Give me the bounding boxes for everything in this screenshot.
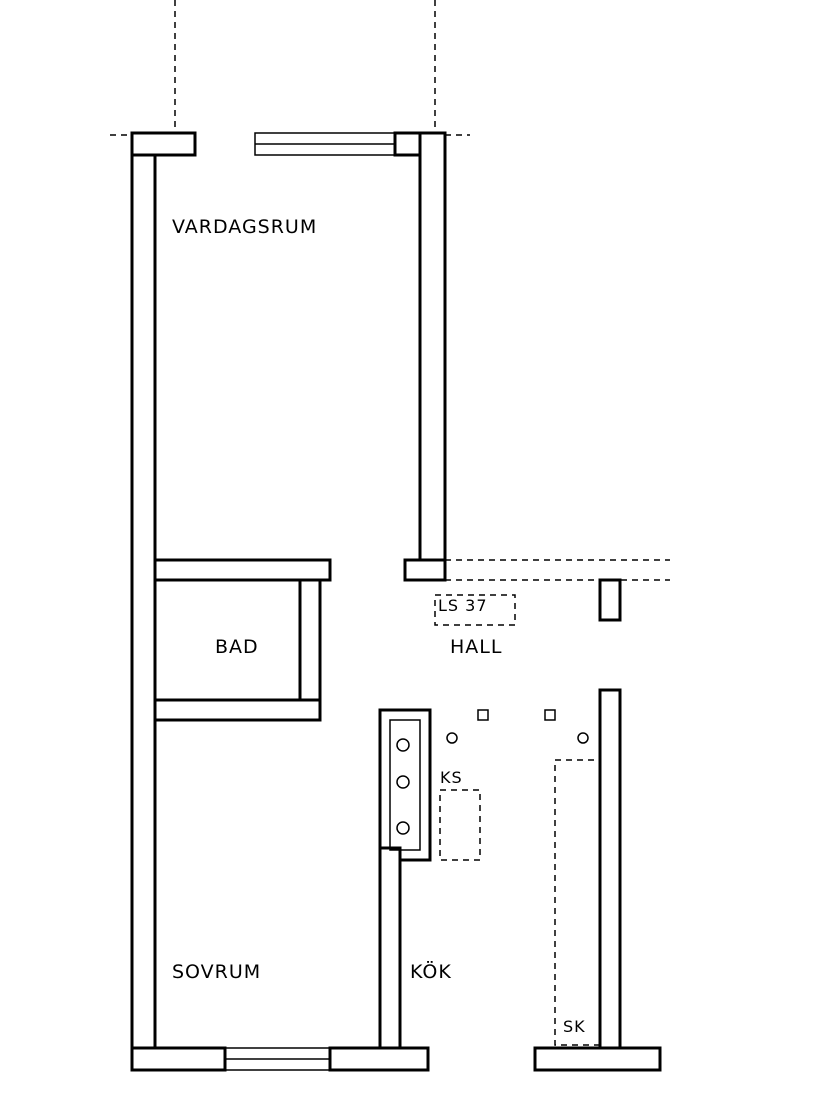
label-hall: HALL (450, 636, 502, 658)
label-cabinet: SK (563, 1017, 586, 1036)
walls (130, 131, 662, 1072)
label-kitchen-closet: KS (440, 768, 463, 787)
fixtures (389, 594, 601, 1046)
balcony (110, 0, 470, 136)
label-living-room: VARDAGSRUM (172, 216, 317, 238)
label-kitchen: KÖK (410, 960, 452, 983)
windows (224, 132, 670, 1071)
label-linen-closet: LS 37 (438, 596, 488, 615)
labels: VARDAGSRUM BAD HALL LS 37 KS SOVRUM KÖK … (172, 216, 586, 1036)
label-bath: BAD (215, 636, 259, 658)
label-bedroom: SOVRUM (172, 961, 261, 983)
